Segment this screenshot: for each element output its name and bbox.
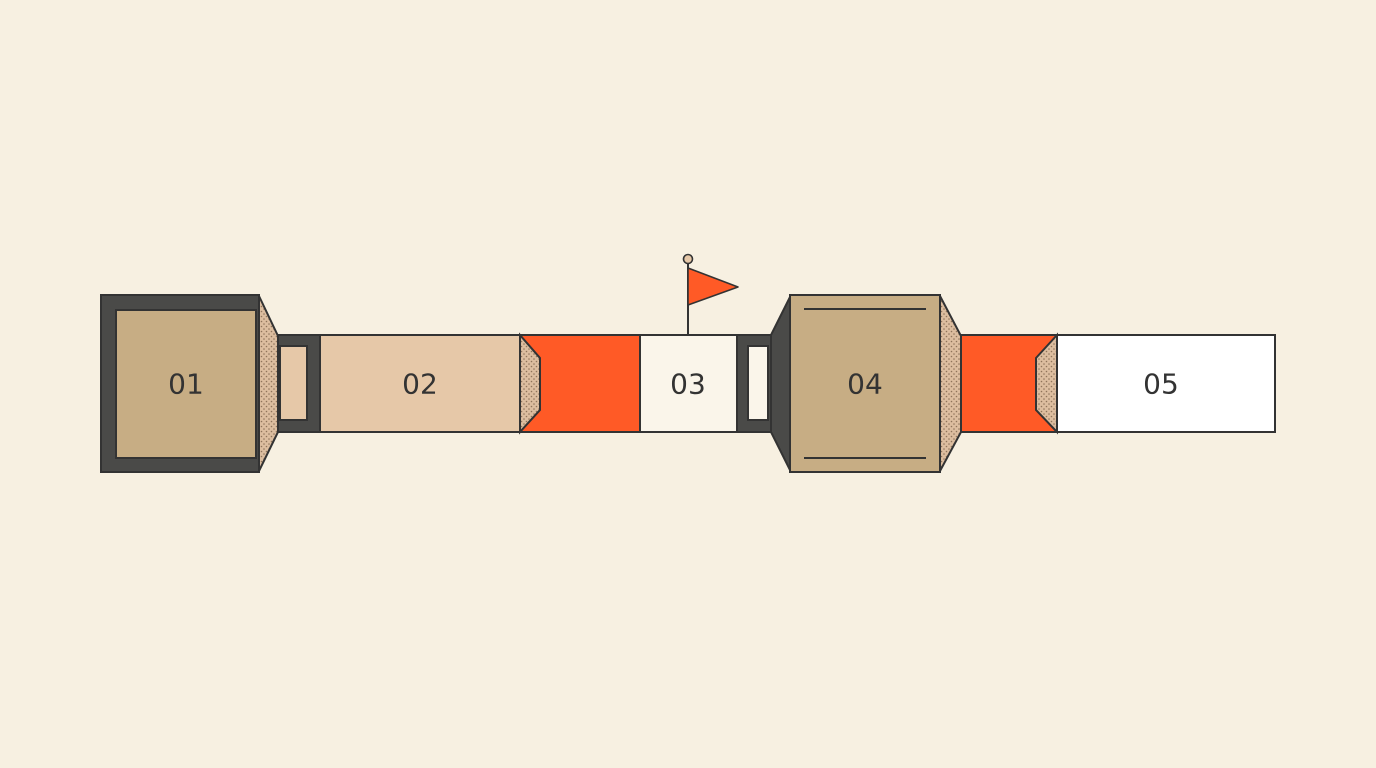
step-01-block [100, 294, 279, 473]
connector-03-04 [736, 334, 772, 433]
step-05-block [1056, 334, 1276, 433]
step-04-block [770, 294, 962, 473]
step-05-label: 05 [1143, 368, 1179, 401]
accent-segment-04-05 [960, 332, 1058, 435]
accent-segment-02-03 [517, 332, 641, 435]
step-04-label: 04 [847, 368, 883, 401]
step-01-dotted-bevel [258, 295, 279, 472]
step-02-label: 02 [402, 368, 438, 401]
step-04-dotted-bevel [939, 295, 962, 472]
step-03-label: 03 [670, 368, 706, 401]
flag-icon [682, 253, 739, 335]
step-02-block [319, 334, 521, 433]
connector-01-02 [277, 334, 321, 433]
step-01-label: 01 [168, 368, 204, 401]
